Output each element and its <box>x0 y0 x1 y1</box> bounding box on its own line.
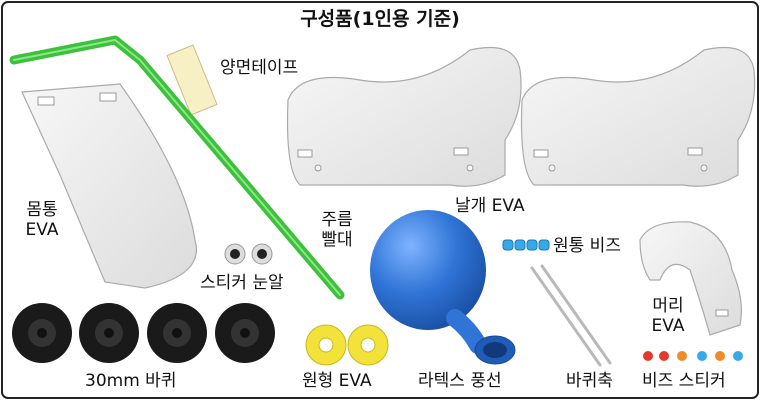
head-eva-piece <box>639 221 742 336</box>
label-eye-sticker: 스티커 눈알 <box>200 273 284 293</box>
label-round-eva: 원형 EVA <box>302 371 372 391</box>
label-body-line2: EVA <box>25 220 59 240</box>
label-bead-sticker: 비즈 스티커 <box>642 371 726 391</box>
label-wheels: 30mm 바퀴 <box>85 371 177 391</box>
wheels-30mm <box>12 303 275 363</box>
body-eva-piece <box>21 83 197 289</box>
label-straw-line1: 주름 <box>321 210 353 230</box>
eye-stickers <box>224 243 273 265</box>
label-head-line1: 머리 <box>652 296 684 316</box>
label-straw: 주름 빨대 <box>316 210 358 250</box>
label-wing-eva: 날개 EVA <box>455 196 525 216</box>
label-axle: 바퀴축 <box>566 371 613 391</box>
page-title: 구성품(1인용 기준) <box>300 8 460 30</box>
label-head-eva: 머리 EVA <box>645 296 691 336</box>
label-balloon: 라텍스 풍선 <box>418 371 502 391</box>
bead-stickers <box>643 351 743 361</box>
label-straw-line2: 빨대 <box>321 230 353 250</box>
bendy-straw <box>9 35 345 300</box>
double-sided-tape <box>166 44 218 116</box>
label-body-eva: 몸통 EVA <box>18 200 66 240</box>
label-head-line2: EVA <box>651 316 685 336</box>
round-eva-pieces <box>305 324 389 366</box>
wing-eva-piece-2 <box>520 46 756 187</box>
label-tape: 양면테이프 <box>220 58 299 78</box>
label-body-line1: 몸통 <box>26 200 58 220</box>
tube-beads <box>502 239 550 251</box>
label-tube-beads: 원통 비즈 <box>553 236 621 256</box>
wheel-axles <box>530 264 612 367</box>
wing-eva-piece-1 <box>286 46 522 187</box>
latex-balloon <box>370 210 516 365</box>
